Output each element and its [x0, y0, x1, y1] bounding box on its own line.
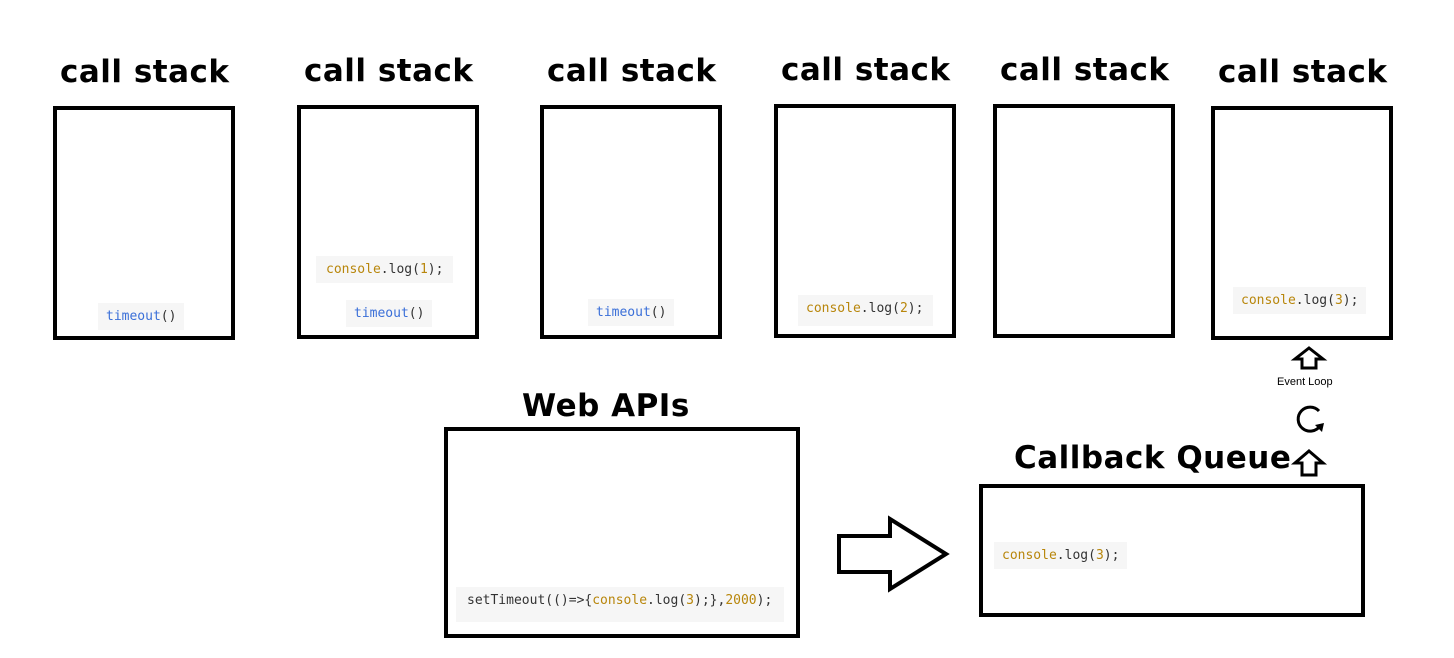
- call-end: );: [1103, 548, 1120, 563]
- call-stack-box-5: [993, 104, 1175, 338]
- object-name: console: [1241, 293, 1296, 308]
- queue-entry-console-log: console.log(3);: [994, 542, 1128, 569]
- refresh-loop-icon: [1296, 405, 1324, 433]
- argument-value: 3: [1095, 548, 1104, 563]
- call-end: );: [756, 593, 773, 608]
- function-name: timeout: [354, 306, 409, 321]
- right-arrow-icon: [837, 515, 950, 593]
- method-call: .log(: [380, 262, 420, 277]
- function-name: timeout: [106, 309, 161, 324]
- argument-value: 1: [419, 262, 428, 277]
- call-stack-title-3: call stack: [547, 53, 717, 89]
- callback-queue-box: [979, 484, 1365, 617]
- object-name: console: [1002, 548, 1057, 563]
- call-stack-title-6: call stack: [1218, 54, 1388, 90]
- method-call: .log(: [647, 593, 687, 608]
- call-stack-box-1: [53, 106, 235, 340]
- stack-entry-timeout: timeout(): [98, 303, 185, 330]
- callback-queue-title: Callback Queue: [1014, 440, 1292, 476]
- argument-value: 2: [899, 301, 908, 316]
- web-api-timer-entry: setTimeout(()=>{console.log(3);},2000);: [456, 587, 785, 622]
- object-name: console: [806, 301, 861, 316]
- call-stack-title-5: call stack: [1000, 52, 1170, 88]
- up-arrow-icon: [1290, 346, 1328, 370]
- event-loop-label: Event Loop: [1277, 376, 1333, 388]
- delay-value: 2000: [725, 593, 757, 608]
- method-call: .log(: [1056, 548, 1096, 563]
- stack-entry-console-log: console.log(1);: [316, 256, 454, 283]
- call-stack-box-3: [540, 105, 722, 339]
- argument-value: 3: [1334, 293, 1343, 308]
- function-call-parens: (): [650, 305, 667, 320]
- argument-value: 3: [686, 593, 694, 608]
- method-call: .log(: [1295, 293, 1335, 308]
- callback-end: );},: [694, 593, 726, 608]
- call-end: );: [907, 301, 924, 316]
- function-call-parens: (): [160, 309, 177, 324]
- stack-entry-timeout: timeout(): [588, 299, 675, 326]
- stack-entry-console-log: console.log(2);: [798, 295, 934, 326]
- call-stack-title-1: call stack: [60, 54, 230, 90]
- web-apis-title: Web APIs: [522, 388, 690, 424]
- stack-entry-console-log: console.log(3);: [1233, 287, 1367, 314]
- object-name: console: [592, 593, 648, 608]
- stack-entry-timeout: timeout(): [346, 300, 433, 327]
- call-stack-title-4: call stack: [781, 52, 951, 88]
- function-name: timeout: [596, 305, 651, 320]
- call-end: );: [427, 262, 444, 277]
- method-call: .log(: [860, 301, 900, 316]
- function-call-parens: (): [408, 306, 425, 321]
- timer-call-start: setTimeout(()=>{: [467, 593, 593, 608]
- call-end: );: [1342, 293, 1359, 308]
- object-name: console: [326, 262, 381, 277]
- up-arrow-icon: [1290, 449, 1328, 477]
- call-stack-title-2: call stack: [304, 53, 474, 89]
